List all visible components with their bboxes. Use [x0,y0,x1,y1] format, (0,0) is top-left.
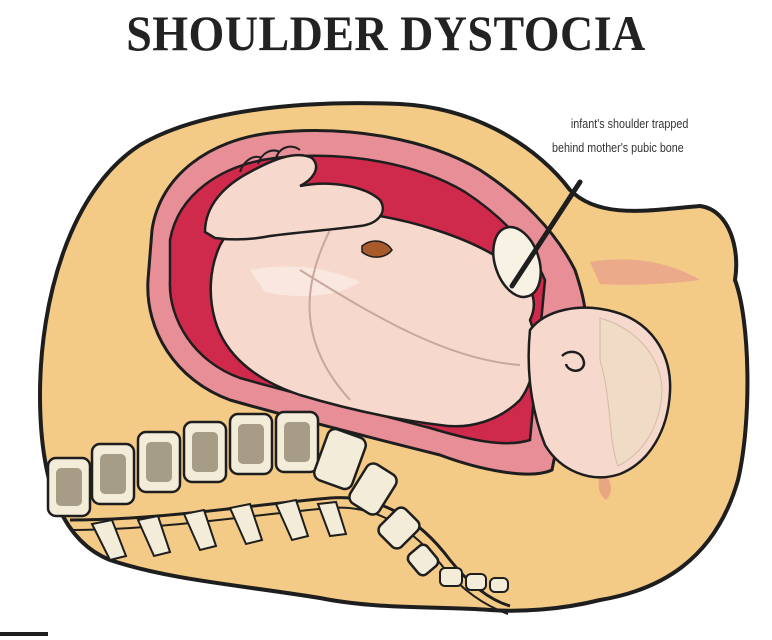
annotation-label: infant's shoulder trapped behind mother'… [552,112,724,160]
annotation-line-2: behind mother's pubic bone [552,136,724,160]
vertebra [440,568,462,586]
vertebra [466,574,486,590]
vertebra [490,578,508,592]
annotation-line-1: infant's shoulder trapped [552,112,724,136]
